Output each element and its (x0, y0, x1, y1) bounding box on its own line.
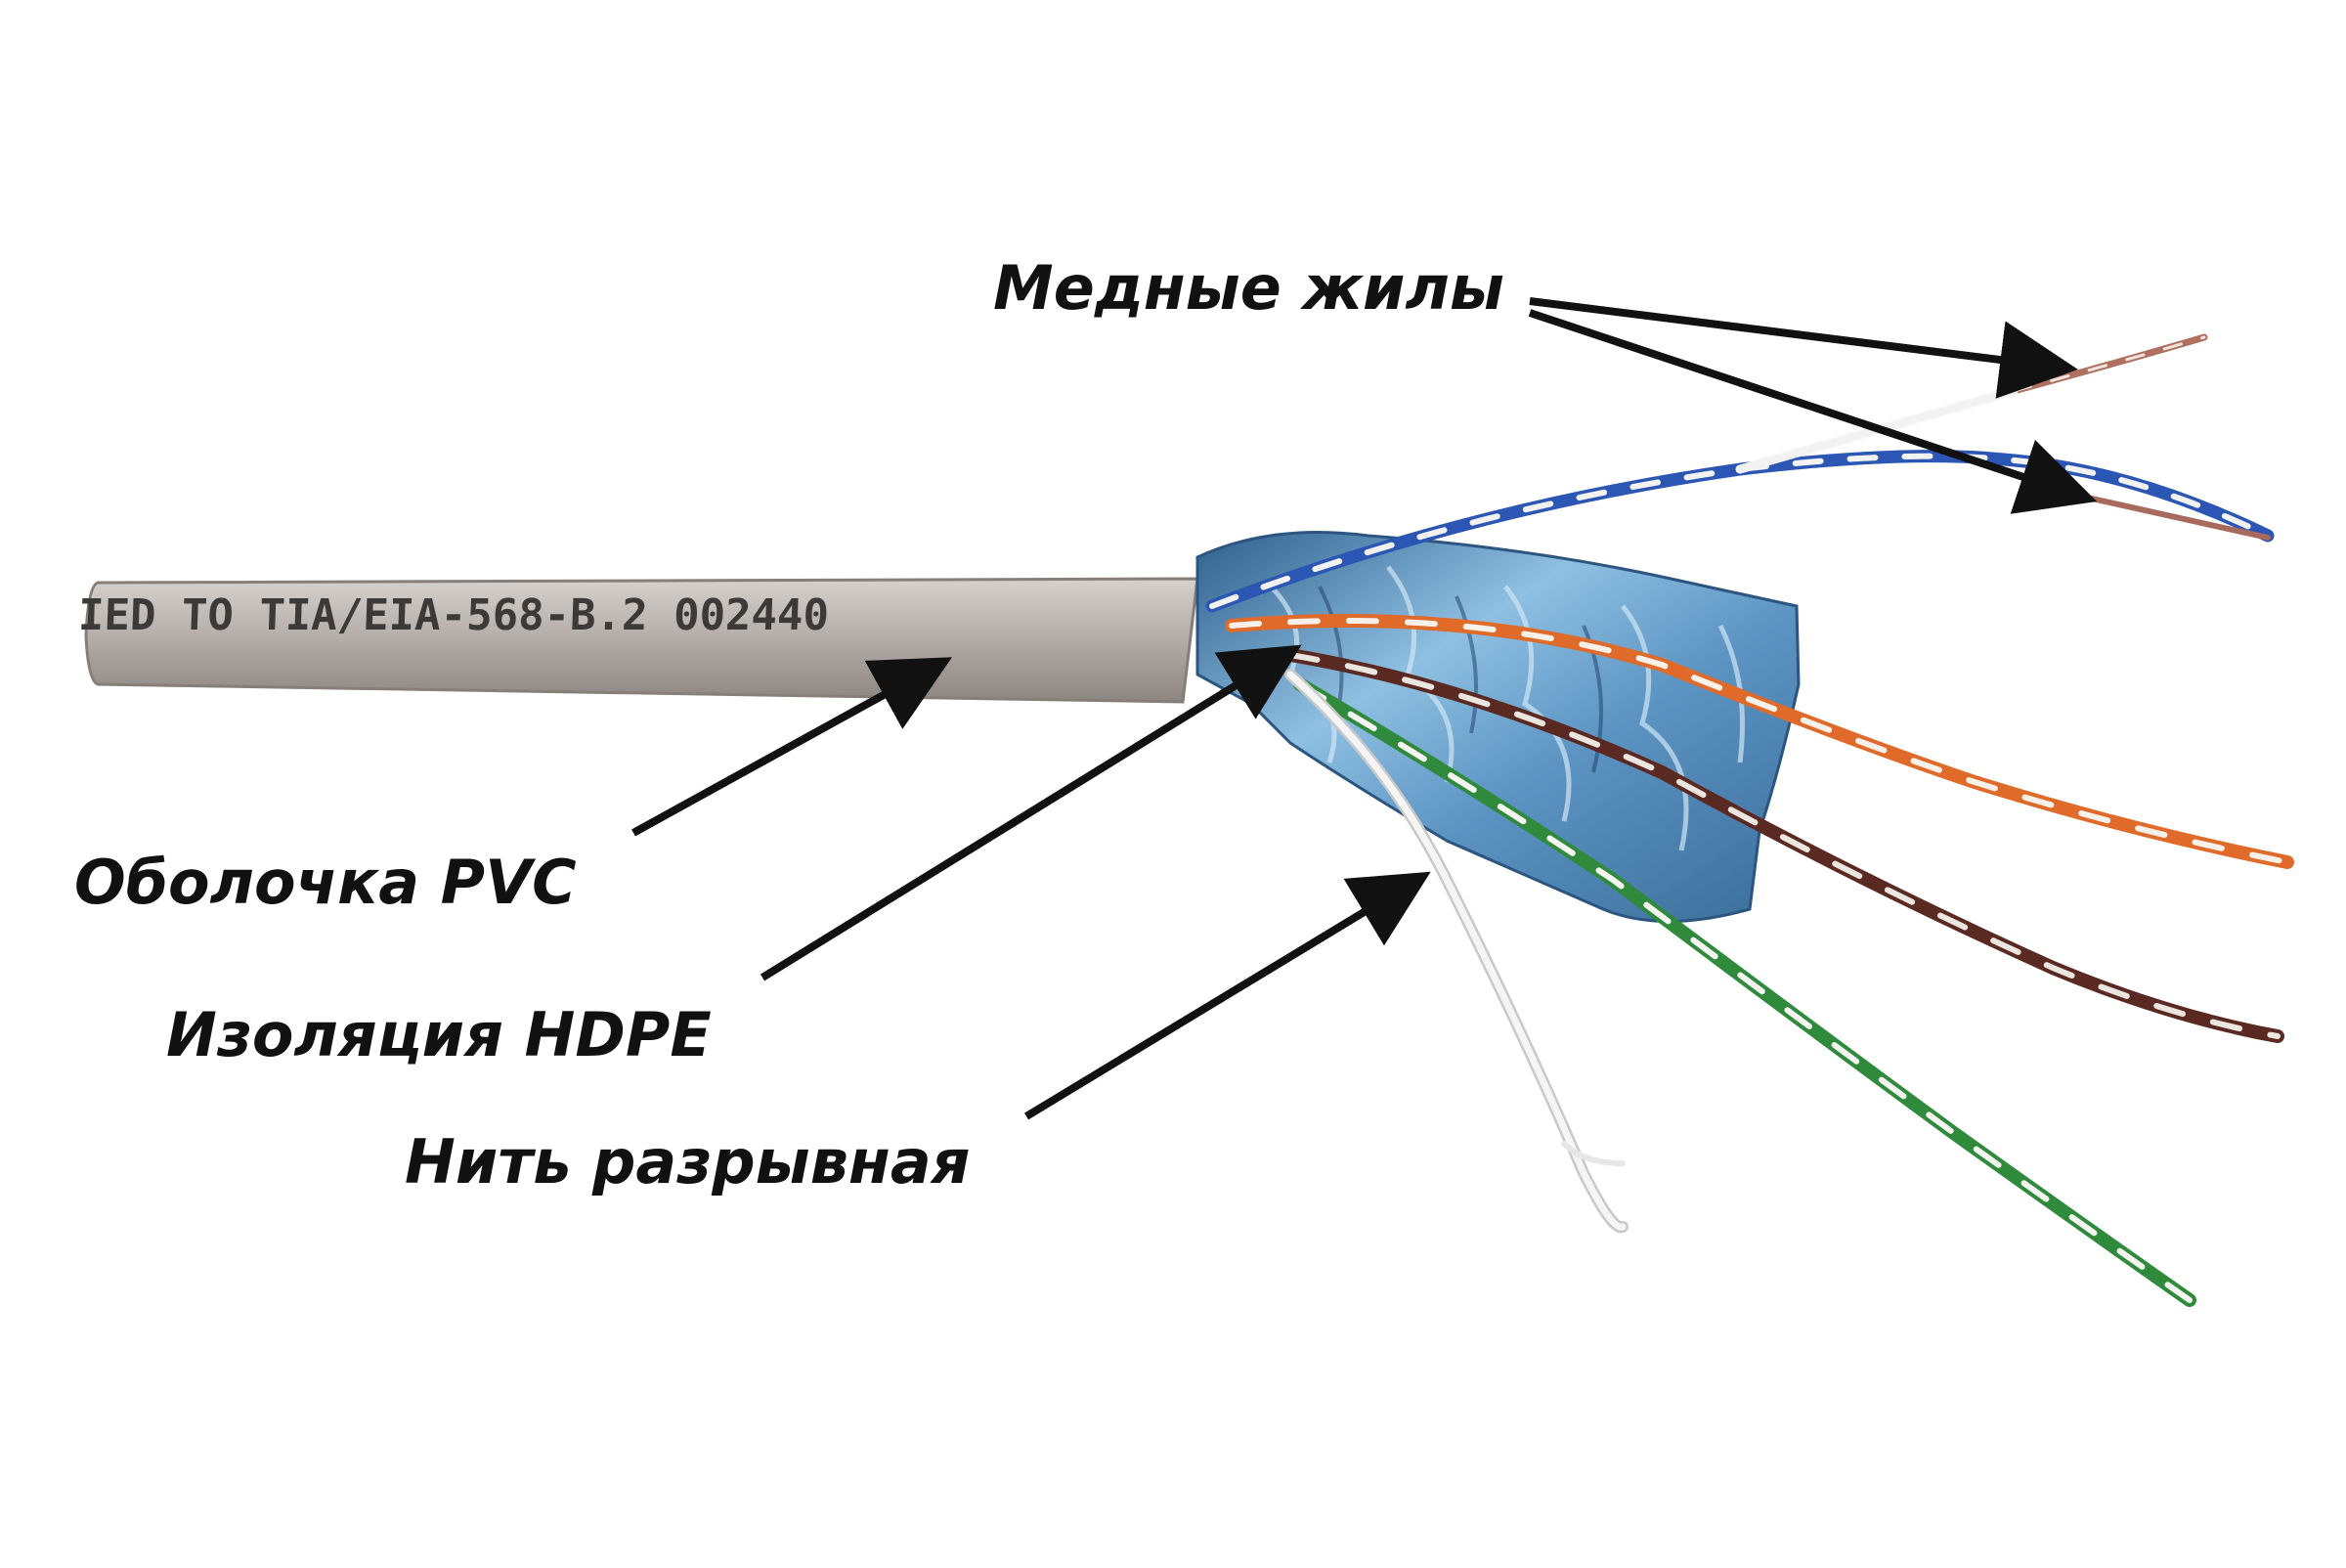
callout-arrows (631, 297, 2098, 1120)
arrow-copper-lower (1528, 309, 2098, 514)
label-hdpe-insulation: Изоляция HDPE (166, 999, 712, 1070)
label-pvc-jacket: Оболочка PVC (74, 847, 577, 918)
arrow-hdpe (760, 644, 1302, 981)
arrow-rip-cord (1023, 871, 1431, 1120)
pair-brown (1283, 648, 2284, 1043)
arrow-copper-upper (1529, 297, 2078, 399)
label-copper-conductors: Медные жилы (993, 252, 1504, 324)
pair-green (1293, 677, 2196, 1307)
rip-cord (1284, 669, 1629, 1234)
jacket-print: IED TO TIA/EIA-568-B.2 002440 (77, 590, 830, 640)
foil-shield (1195, 530, 1801, 923)
label-rip-cord: Нить разрывная (405, 1126, 971, 1198)
arrow-pvc (631, 657, 953, 837)
pair-blue (1205, 450, 2275, 613)
pair-orange (1225, 614, 2294, 869)
